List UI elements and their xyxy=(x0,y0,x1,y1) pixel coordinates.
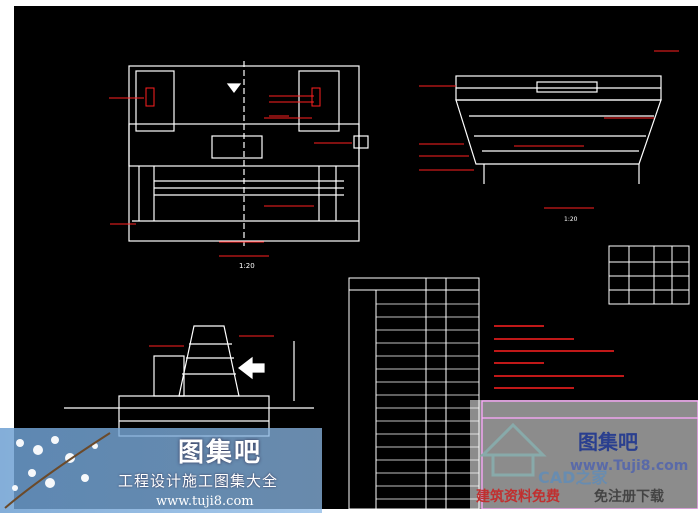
cad-drawing: 1:20 xyxy=(64,50,699,510)
watermark-banner-right: 图集吧 CAD之家 www.Tuji8.com 建筑资料免费 免注册下载 xyxy=(470,400,698,510)
plan-left-pier xyxy=(135,70,175,132)
watermark-left-subtitle: 工程设计施工图集大全 xyxy=(118,472,279,490)
plan-scale-label: 1:20 xyxy=(239,262,255,270)
watermark-right-title: 图集吧 xyxy=(578,430,638,454)
watermark-right-url[interactable]: www.Tuji8.com xyxy=(570,458,689,474)
watermark-left-url[interactable]: www.tuji8.com xyxy=(156,494,254,509)
watermark-slogan-download: 免注册下载 xyxy=(594,489,664,505)
plan-right-pier xyxy=(298,70,340,132)
watermark-banner-left: 图集吧 工程设计施工图集大全 www.tuji8.com xyxy=(0,428,322,513)
section-view xyxy=(455,75,662,184)
elevation-red-annotations xyxy=(149,335,274,347)
watermark-left-title: 图集吧 xyxy=(178,438,263,468)
section-scale-label: 1:20 xyxy=(564,216,578,223)
house-logo-icon xyxy=(479,422,547,477)
plan-red-annotations xyxy=(109,87,352,257)
plan-view xyxy=(128,61,369,246)
quantity-table-rows xyxy=(376,303,479,500)
watermark-cad-logo: CAD之家 xyxy=(538,468,608,487)
quantity-table xyxy=(348,277,480,510)
plan-opening xyxy=(211,135,263,159)
notes-block xyxy=(494,325,624,389)
small-table xyxy=(608,245,690,305)
watermark-slogan-free: 建筑资料免费 xyxy=(476,489,560,505)
plum-blossom-icon xyxy=(4,432,111,509)
elevation-view xyxy=(64,325,314,437)
cad-drawing-canvas: 1:20 xyxy=(14,6,699,510)
section-red-annotations xyxy=(419,50,679,209)
